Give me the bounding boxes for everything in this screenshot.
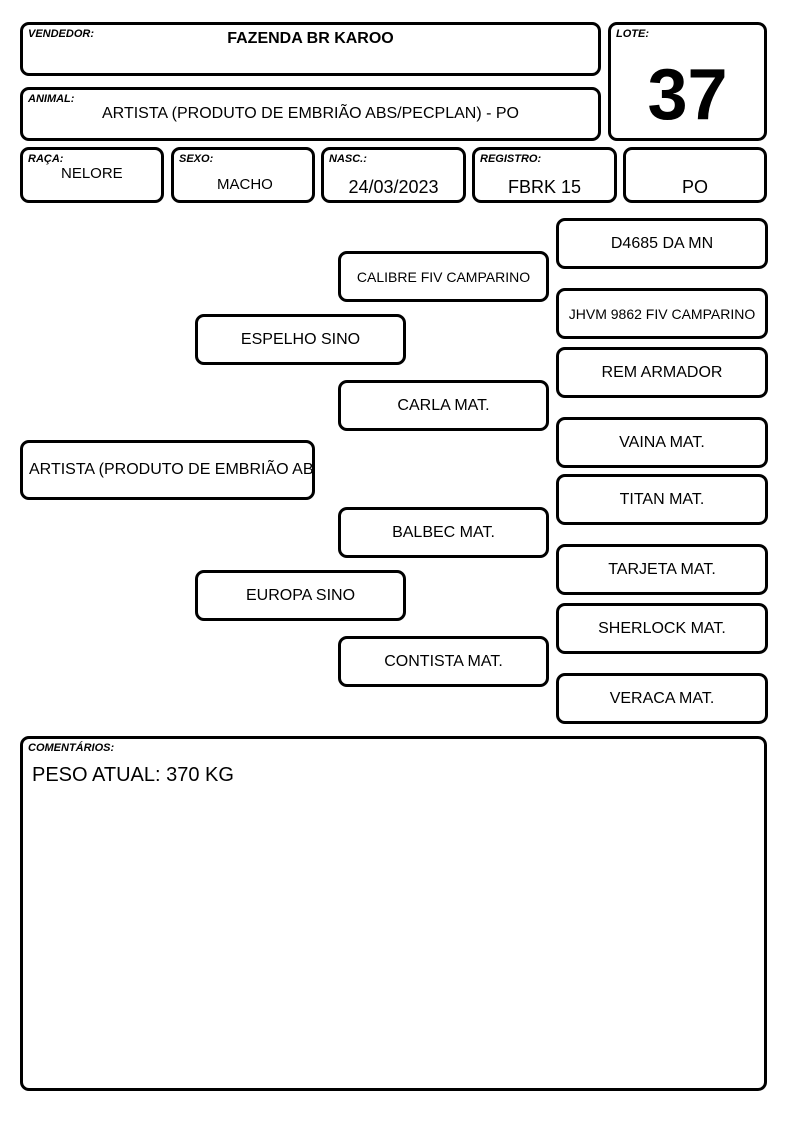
pedigree-pai: ESPELHO SINO — [195, 314, 406, 365]
pedigree-avo-materno: BALBEC MAT. — [338, 507, 549, 558]
pedigree-avo-paterno: CALIBRE FIV CAMPARINO — [338, 251, 549, 302]
pedigree-animal: ARTISTA (PRODUTO DE EMBRIÃO AB — [20, 440, 315, 500]
raca-box: RAÇA: NELORE — [20, 147, 164, 203]
pedigree-avo-materna: CONTISTA MAT. — [338, 636, 549, 687]
pedigree-avo-paterna-name: CARLA MAT. — [397, 396, 490, 414]
vendedor-box: VENDEDOR: FAZENDA BR KAROO — [20, 22, 601, 76]
pedigree-bisavo-name: REM ARMADOR — [601, 363, 723, 381]
sexo-value: MACHO — [217, 176, 273, 193]
pedigree-bisavo-4: VAINA MAT. — [556, 417, 768, 468]
lote-box: LOTE: 37 — [608, 22, 767, 141]
pedigree-avo-paterno-name: CALIBRE FIV CAMPARINO — [356, 268, 531, 285]
animal-value: ARTISTA (PRODUTO DE EMBRIÃO ABS/PECPLAN)… — [102, 105, 519, 122]
pedigree-animal-name: ARTISTA (PRODUTO DE EMBRIÃO AB — [29, 461, 314, 478]
pedigree-avo-materno-name: BALBEC MAT. — [392, 523, 495, 541]
vendedor-value: FAZENDA BR KAROO — [227, 30, 394, 47]
comentarios-label: COMENTÁRIOS: — [28, 742, 115, 754]
pedigree-bisavo-name: VERACA MAT. — [609, 689, 715, 707]
animal-label: ANIMAL: — [28, 93, 75, 105]
pedigree-bisavo-name: JHVM 9862 FIV CAMPARINO — [568, 305, 756, 322]
lote-label: LOTE: — [616, 28, 649, 40]
pedigree-bisavo-name: TARJETA MAT. — [608, 560, 716, 578]
pedigree-avo-materna-name: CONTISTA MAT. — [384, 652, 503, 670]
pedigree-pai-name: ESPELHO SINO — [240, 330, 361, 348]
comentarios-box: COMENTÁRIOS: PESO ATUAL: 370 KG — [20, 736, 767, 1091]
nascimento-label: NASC.: — [329, 153, 367, 165]
pedigree-bisavo-1: D4685 DA MN — [556, 218, 768, 269]
pedigree-bisavo-name: VAINA MAT. — [619, 433, 705, 451]
lote-number: 37 — [647, 55, 728, 135]
pedigree-bisavo-2: JHVM 9862 FIV CAMPARINO — [556, 288, 768, 339]
sexo-box: SEXO: MACHO — [171, 147, 315, 203]
pedigree-bisavo-3: REM ARMADOR — [556, 347, 768, 398]
categoria-box: PO — [623, 147, 767, 203]
categoria-value: PO — [681, 177, 708, 197]
pedigree-bisavo-7: SHERLOCK MAT. — [556, 603, 768, 654]
registro-value: FBRK 15 — [507, 177, 582, 197]
vendedor-label: VENDEDOR: — [28, 28, 95, 40]
animal-box: ANIMAL: ARTISTA (PRODUTO DE EMBRIÃO ABS/… — [20, 87, 601, 141]
pedigree-mae-name: EUROPA SINO — [245, 586, 356, 604]
raca-label: RAÇA: — [28, 153, 64, 165]
registro-box: REGISTRO: FBRK 15 — [472, 147, 617, 203]
pedigree-bisavo-6: TARJETA MAT. — [556, 544, 768, 595]
pedigree-avo-paterna: CARLA MAT. — [338, 380, 549, 431]
pedigree-bisavo-name: D4685 DA MN — [610, 234, 714, 252]
comentarios-text: PESO ATUAL: 370 KG — [32, 764, 234, 786]
registro-label: REGISTRO: — [480, 153, 542, 165]
pedigree-bisavo-name: TITAN MAT. — [619, 490, 705, 508]
nascimento-value: 24/03/2023 — [348, 177, 439, 197]
pedigree-bisavo-5: TITAN MAT. — [556, 474, 768, 525]
nascimento-box: NASC.: 24/03/2023 — [321, 147, 466, 203]
pedigree-mae: EUROPA SINO — [195, 570, 406, 621]
pedigree-bisavo-name: SHERLOCK MAT. — [598, 619, 726, 637]
raca-value: NELORE — [61, 165, 123, 182]
sexo-label: SEXO: — [179, 153, 214, 165]
pedigree-bisavo-8: VERACA MAT. — [556, 673, 768, 724]
